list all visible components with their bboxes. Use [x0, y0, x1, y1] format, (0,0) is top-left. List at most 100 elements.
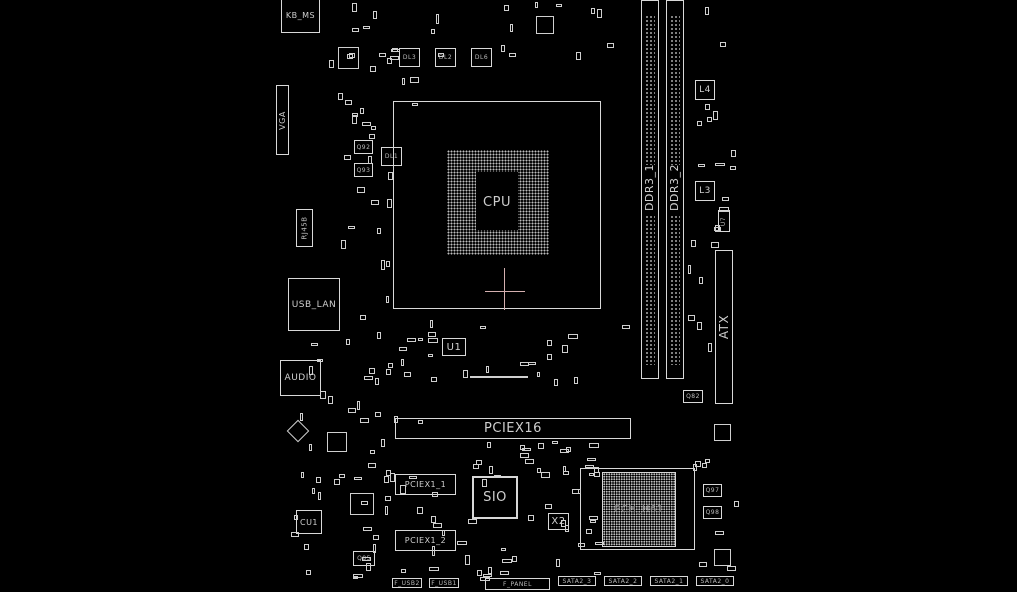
- smd-pad: [384, 495, 391, 501]
- smd-pad: [520, 452, 530, 458]
- component-label: CU1: [299, 517, 319, 527]
- q82-transistor[interactable]: Q82: [683, 390, 703, 403]
- vga-connector[interactable]: VGA: [276, 85, 289, 155]
- kb-ms-connector[interactable]: KB_MS: [281, 0, 320, 33]
- smd-pad: [399, 346, 408, 351]
- smd-pad: [407, 337, 417, 342]
- smd-pad: [554, 379, 559, 387]
- f-panel-header[interactable]: F_PANEL: [485, 578, 550, 590]
- ddr3-1-slot[interactable]: DDR3_1: [641, 0, 659, 379]
- smd-pad: [390, 56, 400, 61]
- q92-transistor[interactable]: Q92: [354, 140, 373, 154]
- pciex1-2-slot[interactable]: PCIEX1_2: [395, 530, 456, 551]
- usb-lan-connector[interactable]: USB_LAN: [288, 278, 340, 331]
- smd-pad: [364, 376, 374, 381]
- component-label: SATA2_2: [608, 577, 638, 585]
- smd-pad: [727, 565, 737, 571]
- rj45-connector[interactable]: RJ45B: [296, 209, 313, 247]
- dl6-chip[interactable]: DL6: [471, 48, 492, 67]
- smd-pad: [431, 492, 438, 498]
- x2-crystal[interactable]: X2: [548, 513, 569, 530]
- smd-pad: [352, 113, 359, 118]
- l3-inductor[interactable]: L3: [695, 181, 715, 201]
- smd-pad: [562, 466, 566, 473]
- smd-pad: [692, 464, 697, 472]
- smd-pad: [712, 111, 718, 120]
- dl1-chip[interactable]: DL1: [381, 147, 402, 166]
- smd-pad: [504, 4, 510, 11]
- smd-pad: [315, 477, 321, 484]
- chip: [338, 47, 359, 69]
- smd-pad: [690, 239, 696, 247]
- smd-pad: [480, 577, 491, 582]
- l4-inductor[interactable]: L4: [695, 80, 715, 100]
- smd-pad: [360, 500, 368, 505]
- smd-pad: [401, 77, 405, 85]
- smd-pad: [500, 45, 505, 53]
- smd-pad: [348, 407, 357, 413]
- cu1-chip[interactable]: CU1: [296, 510, 322, 534]
- sata2-3-connector[interactable]: SATA2_3: [558, 576, 596, 586]
- smd-pad: [699, 561, 708, 567]
- chip: [536, 16, 554, 34]
- smd-pad: [409, 76, 419, 83]
- smd-pad: [385, 469, 391, 476]
- smd-pad: [438, 53, 445, 58]
- smd-pad: [329, 59, 335, 68]
- smd-pad: [370, 66, 377, 73]
- smd-pad: [290, 531, 299, 537]
- smd-pad: [300, 471, 304, 478]
- smd-pad: [573, 376, 578, 384]
- smd-pad: [555, 558, 560, 567]
- pciex1-1-slot[interactable]: PCIEX1_1: [395, 474, 456, 495]
- smd-pad: [362, 25, 370, 29]
- atx-connector[interactable]: ATX: [715, 250, 733, 404]
- smd-pad: [467, 519, 477, 525]
- smd-pad: [734, 500, 740, 507]
- ddr3-2-pins: [670, 15, 680, 165]
- smd-pad: [388, 171, 394, 180]
- u1-chip[interactable]: U1: [442, 338, 466, 356]
- sata2-0-connector[interactable]: SATA2_0: [696, 576, 734, 586]
- ddr3-2-slot[interactable]: DDR3_2: [666, 0, 684, 379]
- smd-pad: [589, 520, 596, 524]
- cpu-socket[interactable]: [393, 101, 601, 309]
- smd-pad: [487, 566, 492, 574]
- component-label: KB_MS: [285, 11, 316, 20]
- sata2-2-connector[interactable]: SATA2_2: [604, 576, 642, 586]
- cpu-label: CPU: [476, 190, 518, 214]
- f-usb1-header[interactable]: F_USB1: [429, 578, 459, 588]
- smd-pad: [411, 103, 418, 106]
- audio-connector[interactable]: AUDIO: [280, 360, 321, 396]
- smd-pad: [519, 362, 529, 367]
- q85-transistor[interactable]: Q85: [353, 551, 375, 566]
- component-label: CPU: [483, 194, 511, 210]
- chip: [714, 424, 731, 441]
- component-label: AUDIO: [284, 373, 317, 383]
- dl2-chip[interactable]: DL2: [435, 48, 456, 67]
- pch-chip[interactable]: PCH_H61: [602, 472, 676, 547]
- component-label: U7: [720, 216, 728, 226]
- smd-pad: [594, 541, 604, 545]
- smd-pad: [500, 570, 510, 575]
- q93-transistor[interactable]: Q93: [354, 163, 373, 177]
- smd-pad: [372, 544, 376, 554]
- smd-pad: [487, 441, 492, 448]
- smd-pad: [379, 52, 387, 57]
- smd-pad: [393, 416, 398, 424]
- q97-transistor[interactable]: Q97: [703, 484, 722, 497]
- smd-pad: [427, 331, 436, 337]
- sio-chip[interactable]: SIO: [472, 476, 518, 519]
- smd-pad: [621, 325, 630, 330]
- smd-pad: [386, 368, 392, 375]
- q98-transistor[interactable]: Q98: [703, 506, 722, 519]
- smd-pad: [566, 446, 572, 452]
- sata2-1-connector[interactable]: SATA2_1: [650, 576, 688, 586]
- f-usb2-header[interactable]: F_USB2: [392, 578, 422, 588]
- dl3-chip[interactable]: DL3: [399, 48, 420, 67]
- component-label: Q98: [705, 509, 720, 516]
- smd-pad: [457, 540, 468, 545]
- smd-pad: [363, 527, 373, 532]
- u7-chip[interactable]: U7: [718, 210, 730, 232]
- pciex16-slot[interactable]: PCIEX16: [395, 418, 631, 439]
